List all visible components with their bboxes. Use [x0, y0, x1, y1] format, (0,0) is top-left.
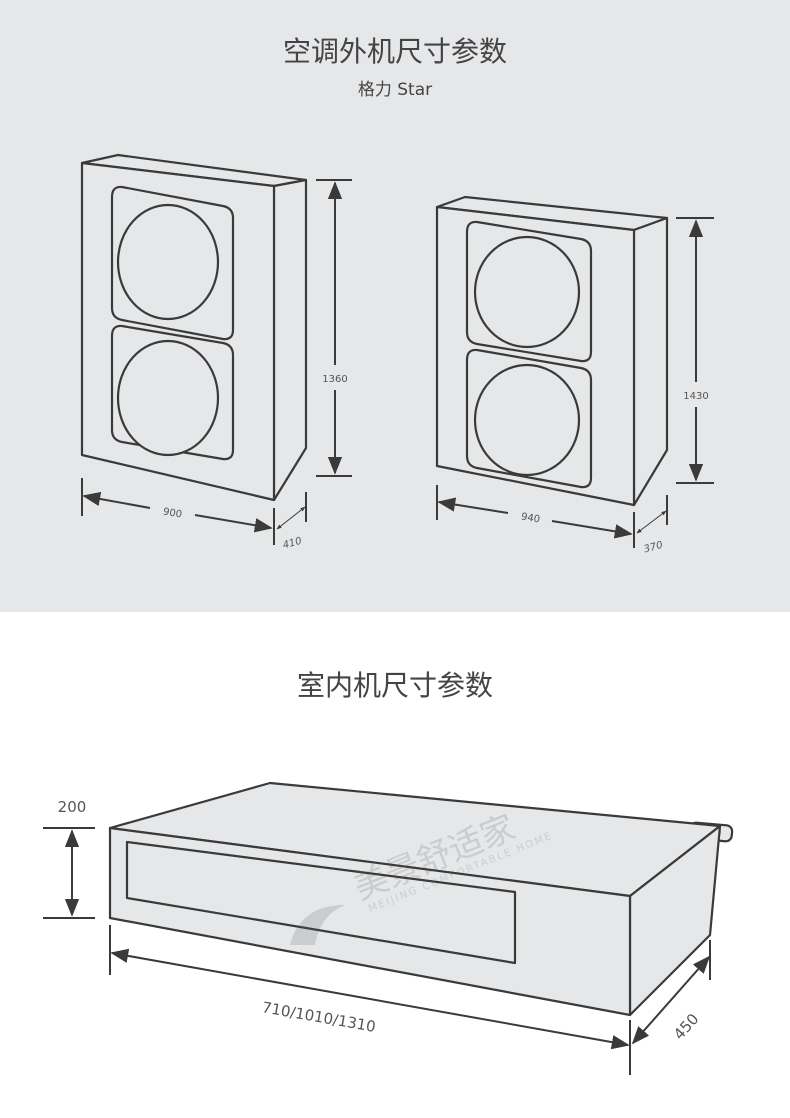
unit-a-width: 900 — [162, 506, 183, 520]
indoor-width: 710/1010/1310 — [261, 998, 377, 1036]
unit-a-height: 1360 — [322, 374, 347, 385]
outdoor-unit-a: 1360 900 410 — [80, 153, 352, 552]
indoor-depth: 450 — [670, 1010, 703, 1043]
indoor-height: 200 — [58, 798, 87, 816]
indoor-unit: 美景舒适家 MEIJING COMFORTABLE HOME 200 710/1… — [43, 781, 734, 1075]
unit-a-depth: 410 — [282, 536, 303, 552]
outdoor-title: 空调外机尺寸参数 — [282, 35, 507, 68]
outdoor-subtitle: 格力 Star — [357, 80, 433, 100]
unit-b-height: 1430 — [683, 391, 708, 402]
indoor-title: 室内机尺寸参数 — [296, 669, 493, 702]
outdoor-unit-b: 1430 940 370 — [435, 195, 714, 556]
unit-b-depth: 370 — [643, 540, 664, 556]
unit-b-width: 940 — [520, 511, 541, 525]
